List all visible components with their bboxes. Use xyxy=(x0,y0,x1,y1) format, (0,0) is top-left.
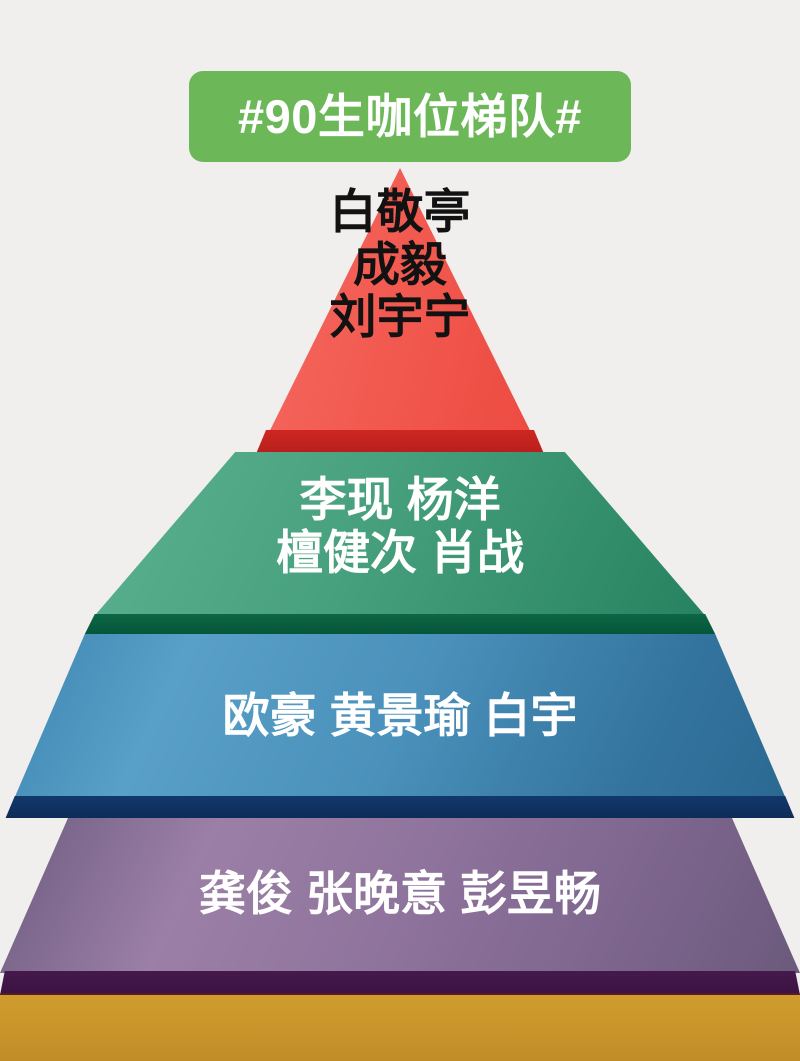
tier-3-slab xyxy=(14,634,786,798)
tier-2-slab xyxy=(94,452,706,616)
tier-5-topline xyxy=(0,993,800,996)
tier-3-edge xyxy=(5,796,795,818)
tier-2-edge xyxy=(84,614,716,634)
tier-5-slab xyxy=(0,995,800,1061)
tier-1-slab xyxy=(267,168,533,436)
page-title: #90生咖位梯队# xyxy=(237,90,583,143)
tier-4-edge xyxy=(0,971,800,995)
tier-1-edge xyxy=(256,430,544,452)
title-badge: #90生咖位梯队# xyxy=(189,71,631,162)
tier-4-slab xyxy=(0,818,800,973)
